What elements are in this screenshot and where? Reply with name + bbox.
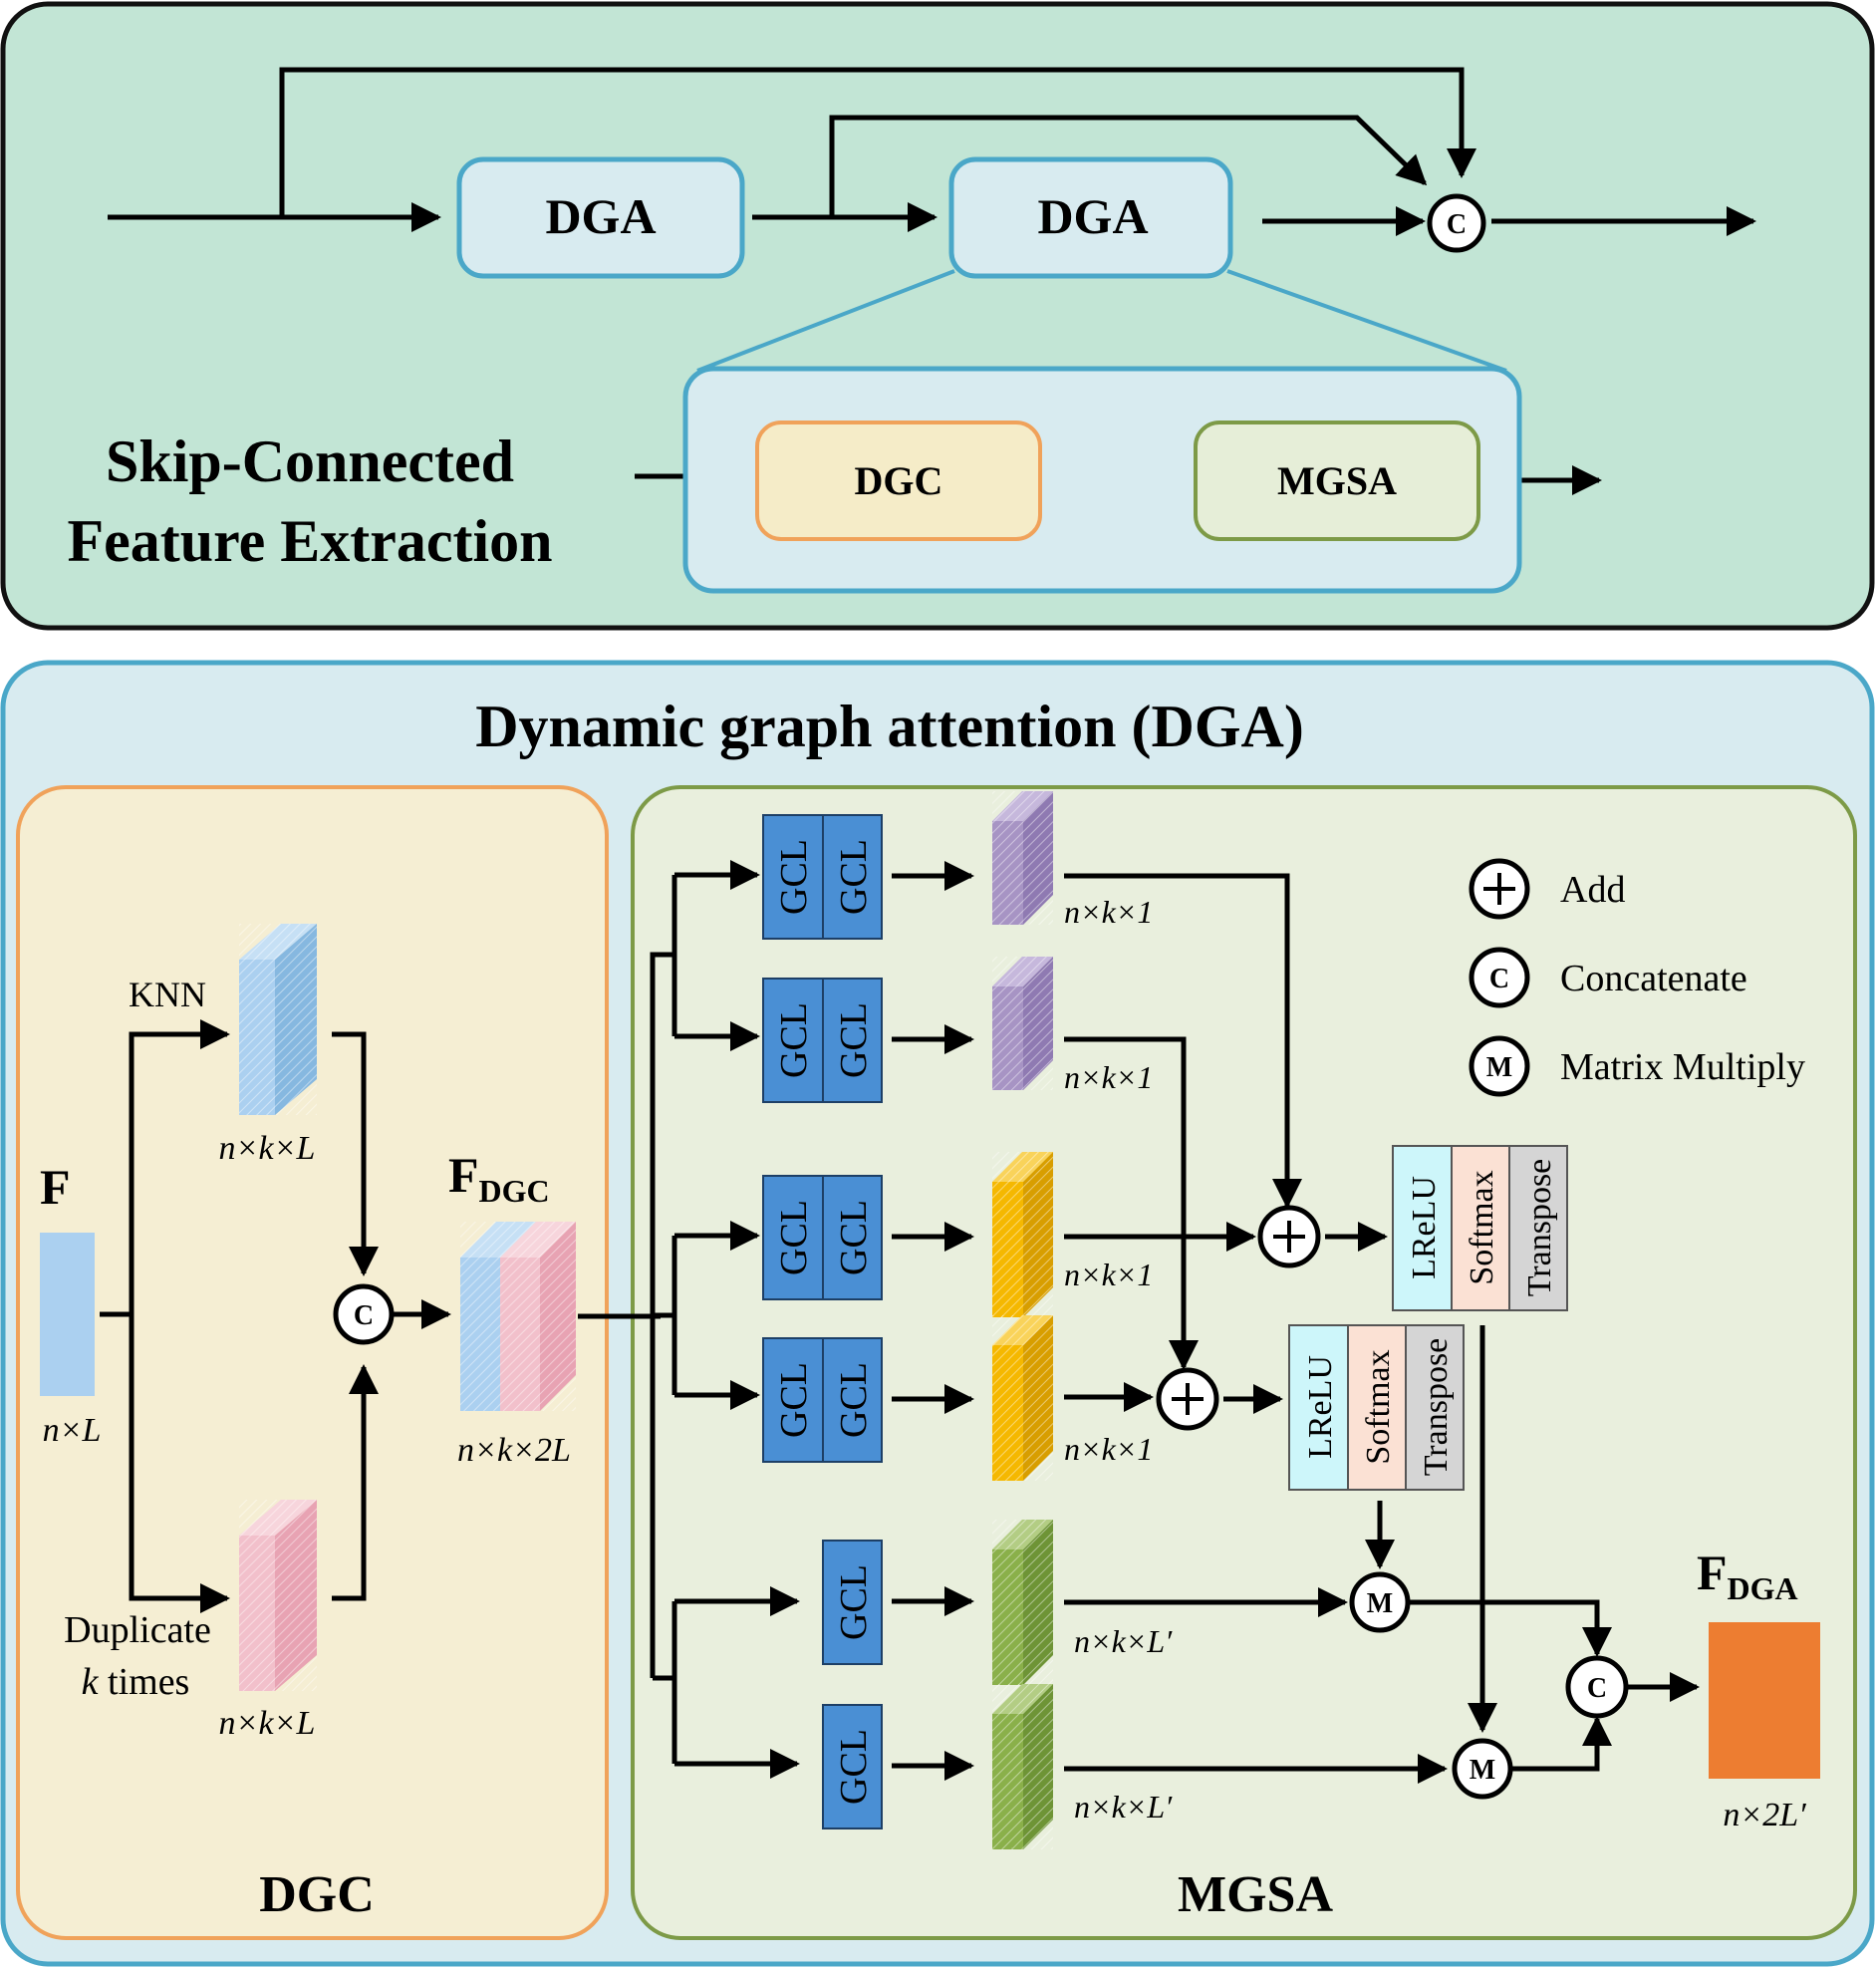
- gcl-pair-4: [762, 1337, 883, 1463]
- dga-block-2-label: DGA: [1037, 188, 1148, 244]
- knn-label: KNN: [129, 975, 206, 1014]
- matmul-1-symbol: M: [1367, 1588, 1393, 1619]
- fdgc-sub: DGC: [479, 1173, 550, 1209]
- legend-matmul-label: Matrix Multiply: [1560, 1046, 1805, 1088]
- mgsa-panel-label: MGSA: [1178, 1866, 1333, 1923]
- fdga-label: FDGA: [1697, 1545, 1798, 1606]
- gcl-2a-label: GCL: [773, 1002, 815, 1078]
- knn-block: [239, 924, 317, 1115]
- mgsa-panel: [631, 785, 1857, 1940]
- gcl-4b-label: GCL: [833, 1362, 875, 1438]
- legend-concat-label: Concatenate: [1560, 958, 1747, 999]
- legend-add-label: Add: [1560, 869, 1625, 911]
- dgc-input-dim: n×L: [43, 1412, 102, 1449]
- dim-green-1: n×k×L′: [1074, 1623, 1173, 1659]
- fdga-main: F: [1697, 1545, 1728, 1600]
- mgsa-concat-circle: [1565, 1655, 1629, 1719]
- purple-block-2: [992, 957, 1053, 1090]
- gcl-single-1: [822, 1540, 883, 1665]
- top-mgsa-box: [1194, 421, 1480, 541]
- fdgc-main: F: [448, 1147, 479, 1203]
- fdga-block: [1709, 1622, 1820, 1779]
- purple-block-1: [992, 791, 1053, 925]
- dup-dim: n×k×L: [219, 1705, 316, 1742]
- gcl-pair-2: [762, 978, 883, 1103]
- gcl-3b-label: GCL: [833, 1200, 875, 1275]
- dim-yellow-1: n×k×1: [1064, 1257, 1153, 1292]
- stack2-transpose: Transpose: [1418, 1338, 1455, 1477]
- dim-purple-1: n×k×1: [1064, 894, 1153, 930]
- legend-concat-symbol: C: [1489, 964, 1509, 994]
- stack1-softmax: Softmax: [1464, 1170, 1500, 1284]
- gcl-4a-label: GCL: [773, 1362, 815, 1438]
- yellow-block-1: [992, 1152, 1053, 1317]
- gcl-pair-1: [762, 814, 883, 940]
- top-dgc-label: DGC: [855, 458, 943, 503]
- dgc-connectors: [100, 1019, 661, 1613]
- green-block-2: [992, 1684, 1053, 1849]
- fdga-dim: n×2L′: [1723, 1797, 1806, 1833]
- activation-stack-2: [1288, 1324, 1465, 1491]
- legend-matmul-icon: [1469, 1035, 1530, 1097]
- gcl-5-label: GCL: [833, 1564, 875, 1640]
- dgc-panel-label: DGC: [259, 1866, 375, 1923]
- fdgc-block: [460, 1222, 576, 1411]
- top-concat-circle: [1427, 193, 1486, 253]
- top-mgsa-label: MGSA: [1277, 458, 1397, 503]
- top-title-line2: Feature Extraction: [67, 508, 552, 574]
- dgc-concat-circle: [333, 1283, 395, 1345]
- stack2-softmax: Softmax: [1360, 1349, 1397, 1464]
- gcl-1b-label: GCL: [833, 839, 875, 915]
- stack2-lrelu: LReLU: [1302, 1355, 1339, 1459]
- activation-stack-1: [1392, 1145, 1568, 1311]
- top-title-line1: Skip-Connected: [106, 428, 514, 494]
- gcl-2b-label: GCL: [833, 1002, 875, 1078]
- dim-purple-2: n×k×1: [1064, 1059, 1153, 1095]
- dim-yellow-2: n×k×1: [1064, 1431, 1153, 1467]
- duplicate-k: k: [82, 1661, 100, 1703]
- duplicate-line2: k times: [82, 1661, 190, 1703]
- matmul-circle-1: [1349, 1571, 1411, 1633]
- dga-block-1: [456, 156, 745, 279]
- duplicate-line1: Duplicate: [64, 1609, 211, 1651]
- mgsa-connectors: [650, 860, 1700, 1784]
- dgc-input-block: [40, 1233, 95, 1396]
- dup-block: [239, 1500, 317, 1691]
- gcl-1a-label: GCL: [773, 839, 815, 915]
- matmul-2-symbol: M: [1470, 1755, 1495, 1786]
- gcl-pair-3: [762, 1175, 883, 1300]
- zoom-lines: [696, 269, 1507, 373]
- dga-block-1-label: DGA: [545, 188, 656, 244]
- fdga-sub: DGA: [1728, 1570, 1798, 1606]
- dgc-panel: [16, 785, 609, 1940]
- stack1-transpose: Transpose: [1521, 1159, 1558, 1297]
- green-block-1: [992, 1520, 1053, 1685]
- top-concat-symbol: C: [1447, 209, 1467, 240]
- fdgc-dim: n×k×2L: [457, 1432, 571, 1469]
- gcl-3a-label: GCL: [773, 1200, 815, 1275]
- legend-matmul-symbol: M: [1486, 1052, 1512, 1083]
- yellow-block-2: [992, 1315, 1053, 1481]
- top-dgc-box: [755, 421, 1042, 541]
- dgc-input-label: F: [40, 1159, 71, 1215]
- gcl-single-2: [822, 1704, 883, 1829]
- matmul-circle-2: [1452, 1738, 1513, 1800]
- mgsa-concat-symbol: C: [1587, 1673, 1607, 1704]
- fdgc-label: FDGC: [448, 1147, 550, 1209]
- dim-green-2: n×k×L′: [1074, 1789, 1173, 1825]
- gcl-6-label: GCL: [833, 1729, 875, 1805]
- knn-dim: n×k×L: [219, 1130, 316, 1167]
- dgc-concat-symbol: C: [354, 1300, 374, 1331]
- duplicate-times: times: [99, 1661, 190, 1703]
- dga-block-2: [948, 156, 1233, 279]
- stack1-lrelu: LReLU: [1406, 1176, 1443, 1279]
- legend: Add C Concatenate M Matrix Multiply: [1469, 858, 1805, 1097]
- bottom-title: Dynamic graph attention (DGA): [475, 694, 1304, 759]
- legend-concat-icon: [1469, 947, 1530, 1008]
